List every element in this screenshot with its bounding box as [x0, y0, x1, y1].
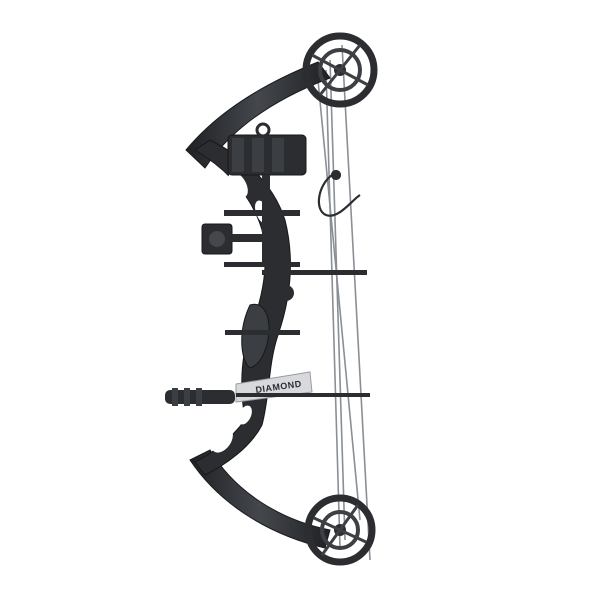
d-loop [317, 169, 361, 217]
cable-guard [236, 393, 370, 397]
stabilizer [165, 388, 235, 406]
bow-string [317, 44, 371, 561]
lower-cam [304, 494, 376, 566]
bow-sight [201, 210, 300, 267]
grip [241, 303, 270, 369]
quiver [227, 122, 307, 265]
lower-limb [189, 449, 331, 549]
arrow-rest [225, 270, 367, 335]
upper-cam [302, 32, 378, 108]
